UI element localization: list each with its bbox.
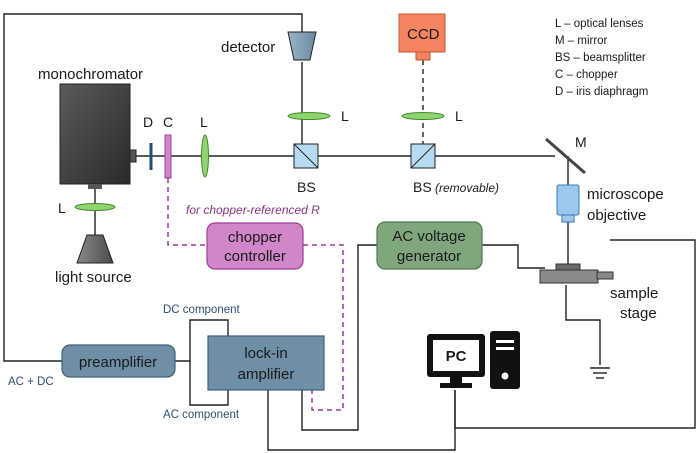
beamsplitter-2 xyxy=(410,143,436,169)
lens-beam xyxy=(201,134,209,178)
legend-item-chopper: C – chopper xyxy=(555,69,618,81)
ccd-label: CCD xyxy=(407,26,440,43)
monochromator xyxy=(59,83,137,189)
signal-wires xyxy=(3,13,696,451)
sample-stage-label-2: stage xyxy=(620,305,657,322)
bs2-removable-label: (removable) xyxy=(435,181,499,195)
ac-dc-label: AC + DC xyxy=(8,376,54,388)
legend-item-diaphragm: D – iris diaphragm xyxy=(555,86,648,98)
monochromator-label: monochromator xyxy=(38,66,143,83)
objective-label-2: objective xyxy=(587,207,646,224)
light-source-label: light source xyxy=(55,269,132,286)
light-source xyxy=(76,234,114,264)
bs2-label: BS xyxy=(413,179,432,195)
chopper-label: C xyxy=(163,114,173,130)
lens-beam-label: L xyxy=(200,114,208,130)
pc-label: PC xyxy=(446,348,467,365)
bs1-label: BS xyxy=(297,179,316,195)
beamsplitter-1 xyxy=(293,143,319,169)
ac-generator-label-2: generator xyxy=(397,248,461,265)
ac-generator-box xyxy=(376,221,483,270)
diaphragm-label: D xyxy=(143,114,153,130)
lens-ccd xyxy=(401,112,445,120)
legend-item-beamsplitter: BS – beamsplitter xyxy=(555,52,646,64)
microscope-objective xyxy=(556,184,580,223)
detector xyxy=(287,31,317,61)
chopper-controller-label-1: chopper xyxy=(228,229,282,246)
mirror xyxy=(545,137,586,175)
lockin-label-2: amplifier xyxy=(238,366,295,383)
lens-detector xyxy=(287,112,331,120)
lens-ccd-label: L xyxy=(455,108,463,124)
dc-component-label: DC component xyxy=(163,304,241,316)
objective-label-1: microscope xyxy=(587,186,664,203)
sample-stage xyxy=(539,263,614,284)
chopper-note: for chopper-referenced R xyxy=(186,203,320,217)
lockin-amplifier-box xyxy=(207,335,325,391)
lens-detector-label: L xyxy=(341,108,349,124)
pc-icon xyxy=(427,331,520,389)
lockin-label-1: lock-in xyxy=(244,345,287,362)
ac-generator-label-1: AC voltage xyxy=(392,228,465,245)
ccd-port xyxy=(415,51,431,61)
preamplifier-label: preamplifier xyxy=(79,354,157,371)
ac-component-label: AC component xyxy=(163,409,240,421)
legend-item-lenses: L – optical lenses xyxy=(555,18,644,30)
chopper xyxy=(164,134,172,179)
ccd-camera xyxy=(398,13,446,53)
chopper-reference-dashed xyxy=(167,178,344,411)
mirror-label: M xyxy=(575,134,587,150)
sample-stage-label-1: sample xyxy=(610,285,658,302)
lens-source-label: L xyxy=(58,200,66,216)
detector-label: detector xyxy=(221,39,275,56)
legend: L – optical lenses M – mirror BS – beams… xyxy=(555,18,648,98)
lens-source xyxy=(74,203,116,211)
legend-item-mirror: M – mirror xyxy=(555,35,608,47)
preamplifier-box xyxy=(61,344,176,378)
ground-icon xyxy=(590,367,610,379)
chopper-controller-label-2: controller xyxy=(224,248,286,265)
chopper-controller-box xyxy=(206,222,304,270)
